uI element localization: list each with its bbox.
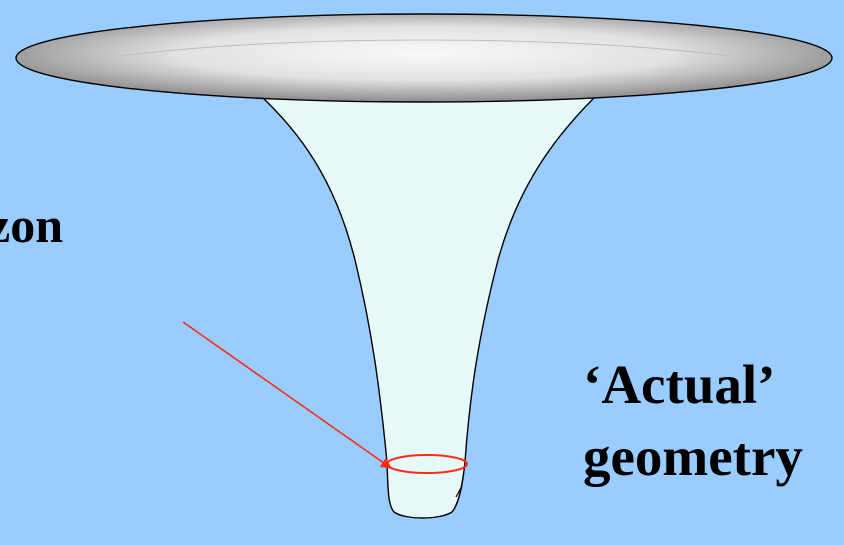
funnel-bottom-notch [455,485,463,498]
funnel-right-edge [451,85,607,513]
disk-shading-curve [119,39,731,57]
horizon-arrow [182,321,392,469]
funnel-bottom-cap [393,511,453,519]
horizon-label: zon [0,197,63,253]
geometry-label: geometry [583,426,803,487]
actual-label: ‘Actual’ [583,354,776,415]
funnel-throat [250,86,606,518]
funnel-left-edge [249,85,395,513]
asymptotic-disk [15,13,833,103]
